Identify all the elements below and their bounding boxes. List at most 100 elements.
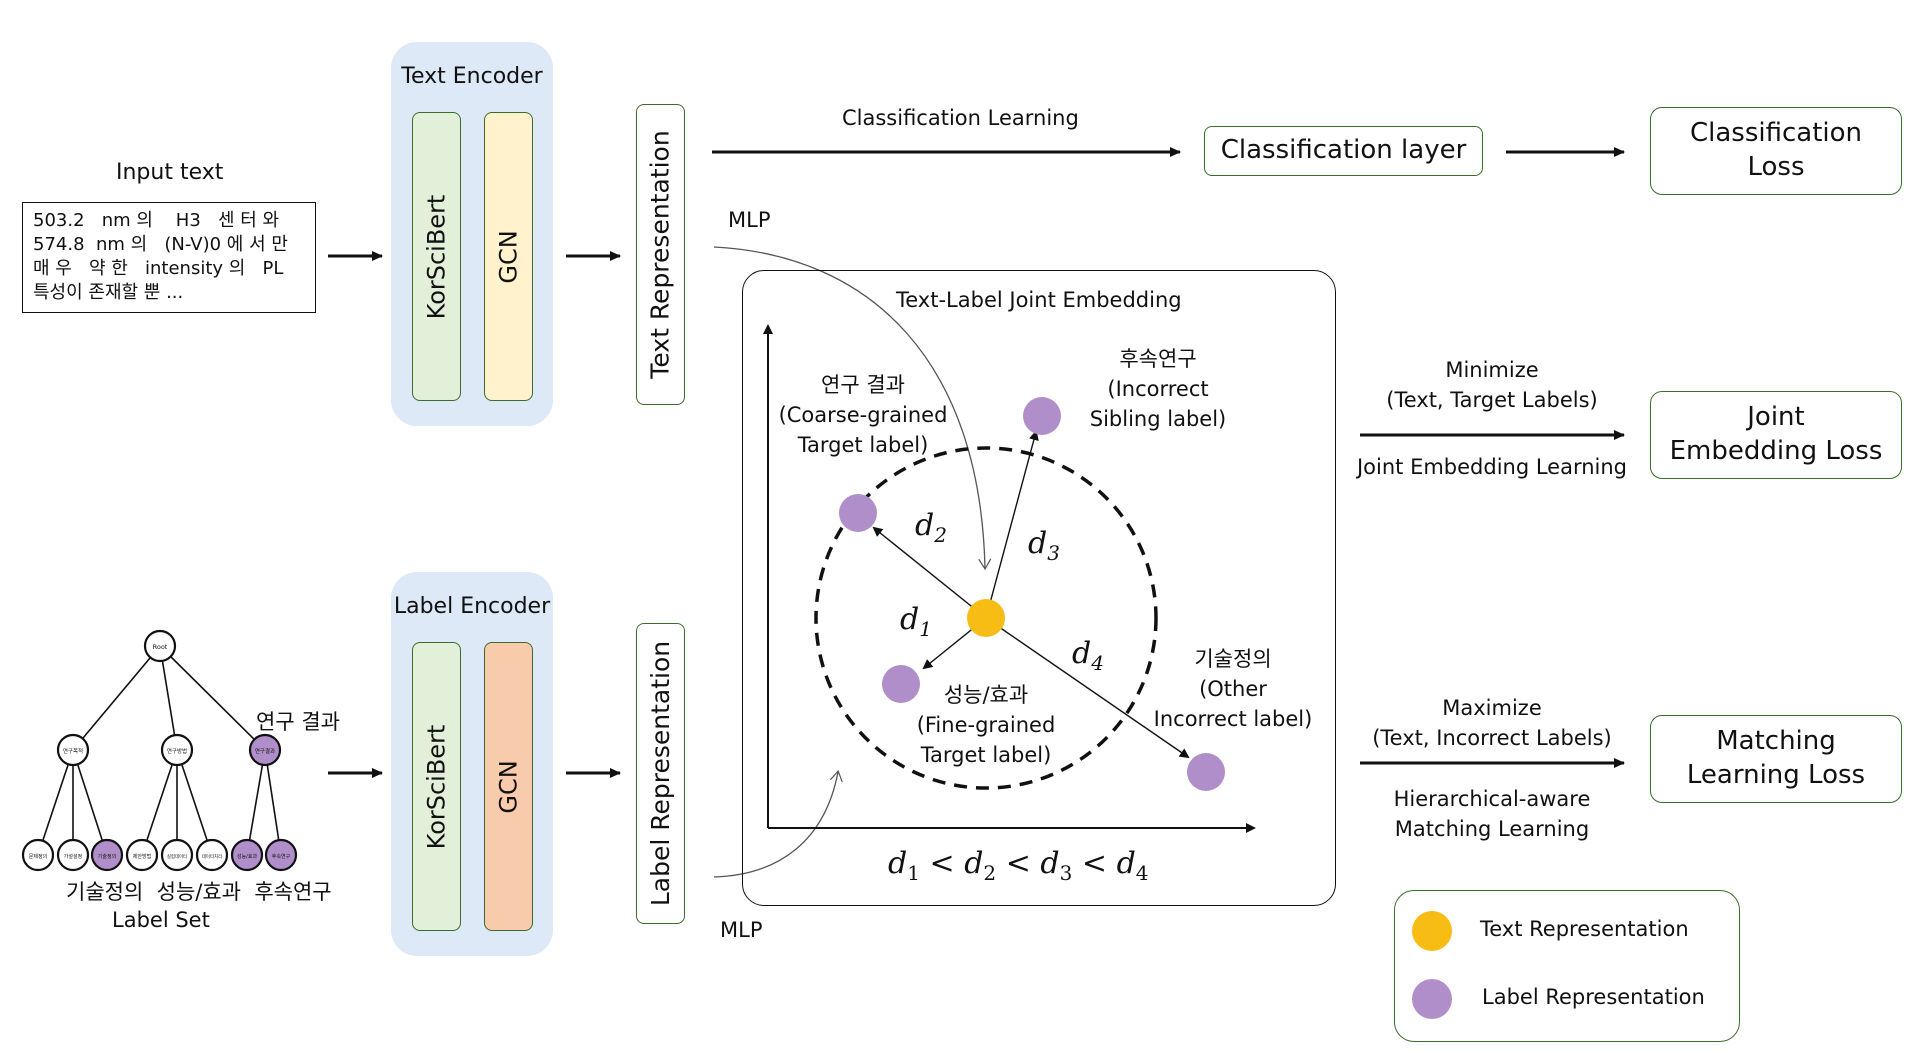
arrow-d2 xyxy=(872,526,987,619)
input-line: 특성이 존재할 뿐 ... xyxy=(33,282,184,303)
arrow-d4 xyxy=(985,617,1190,759)
d-base: d xyxy=(915,508,935,543)
text-encoder-korscibert: KorSciBert xyxy=(412,112,461,401)
d-sub: 1 xyxy=(919,617,932,641)
tree-l2-label: 기술정의 xyxy=(98,853,116,860)
sibling-label: 후속연구 (Incorrect Sibling label) xyxy=(1089,347,1227,431)
mlp-bottom-label: MLP xyxy=(720,918,763,942)
text-representation-bar: Text Representation xyxy=(636,104,685,405)
joint-embedding-loss-box: Joint Embedding Loss xyxy=(1650,391,1902,479)
d-sub: 2 xyxy=(934,523,947,547)
maximize-title: Maximize xyxy=(1442,696,1542,720)
ineq-d: d xyxy=(1040,846,1060,881)
tree-node-l1 xyxy=(160,733,194,767)
label-set-title: Label Set xyxy=(112,908,210,932)
other-incorrect-label: 기술정의 (Other Incorrect label) xyxy=(1153,647,1313,731)
joint-embedding-box xyxy=(742,270,1336,906)
ineq-d: d xyxy=(1116,846,1136,881)
label-tree-edges xyxy=(37,645,282,856)
bar-label: Label Representation xyxy=(646,640,676,907)
tree-node-l1 xyxy=(248,733,282,767)
mlp-curve-top xyxy=(713,246,992,571)
fine-target-label: 성능/효과 (Fine-grained Target label) xyxy=(916,683,1056,767)
point-text-repr xyxy=(967,599,1005,637)
matching-learning-label: Hierarchical-aware Matching Learning xyxy=(1393,787,1591,841)
box-label: Matching Learning Loss xyxy=(1686,726,1866,790)
matching-loss-box: Matching Learning Loss xyxy=(1650,715,1902,803)
bar-label: KorSciBert xyxy=(422,724,451,849)
distance-inequality: d1 < d2 < d3 < d4 xyxy=(888,846,1149,885)
point-coarse-target xyxy=(839,494,877,532)
tree-root-label: Root xyxy=(153,643,168,651)
mlp-curve-bottom xyxy=(713,769,843,878)
tree-l2-label: 후속연구 xyxy=(272,853,291,860)
classification-learning-label: Classification Learning xyxy=(842,106,1079,130)
d2-label: d2 xyxy=(915,508,947,547)
tree-l2-label: 가설설정 xyxy=(64,853,82,860)
point-fine-target xyxy=(882,665,920,703)
d1-label: d1 xyxy=(900,602,932,641)
d-base: d xyxy=(1028,526,1048,561)
input-text-box: 503.2 nm 의 H3 센 터 와 574.8 nm 의 (N-V)0 에 … xyxy=(22,202,316,313)
classification-loss-box: Classification Loss xyxy=(1650,107,1902,195)
ineq-d: d xyxy=(964,846,984,881)
minimize-sub: (Text, Target Labels) xyxy=(1386,388,1598,412)
legend-label-label: Label Representation xyxy=(1482,985,1705,1009)
d-sub: 3 xyxy=(1047,541,1060,565)
ineq-lt: < xyxy=(1081,846,1108,881)
box-label: Classification layer xyxy=(1220,135,1467,166)
legend-box xyxy=(1394,890,1740,1042)
d-sub: 4 xyxy=(1091,651,1104,675)
tree-l2-label: 데이터처리 xyxy=(202,853,222,860)
bar-label: Text Representation xyxy=(646,130,676,379)
bar-label: GCN xyxy=(494,759,523,814)
text-encoder-title: Text Encoder xyxy=(401,64,543,89)
label-encoder-korscibert: KorSciBert xyxy=(412,642,461,931)
tree-node-root xyxy=(143,629,177,663)
label-encoder-gcn: GCN xyxy=(484,642,533,931)
mlp-top-label: MLP xyxy=(728,208,771,232)
tree-node-l1 xyxy=(56,733,90,767)
joint-embedding-learning-label: Joint Embedding Learning xyxy=(1356,455,1628,479)
legend-text-label: Text Representation xyxy=(1480,917,1689,941)
input-title: Input text xyxy=(116,160,224,185)
label-tree-nodes xyxy=(21,629,298,872)
ineq-lt: < xyxy=(1005,846,1031,881)
maximize-sub: (Text, Incorrect Labels) xyxy=(1372,726,1612,750)
tree-l1-label: 연구목적 xyxy=(63,747,83,755)
input-line: 매 우 약 한 intensity 의 PL xyxy=(33,258,284,279)
label-representation-bar: Label Representation xyxy=(636,623,685,924)
d-base: d xyxy=(1072,636,1092,671)
tree-node-l2 xyxy=(21,838,55,872)
tree-callout-result: 연구 결과 xyxy=(256,710,340,734)
tree-l1-label: 연구방법 xyxy=(167,747,187,755)
minimize-title: Minimize xyxy=(1445,358,1539,382)
ineq-sub: 1 xyxy=(907,861,920,885)
point-other-incorrect xyxy=(1187,753,1225,791)
legend-label-dot xyxy=(1412,979,1452,1019)
tree-l2-label: 실험데이터 xyxy=(167,853,187,860)
input-line: 503.2 nm 의 H3 센 터 와 xyxy=(33,210,280,231)
text-encoder-gcn: GCN xyxy=(484,112,533,401)
tree-l2-label: 제안방법 xyxy=(133,853,151,860)
ineq-sub: 4 xyxy=(1135,861,1149,885)
legend-text-dot xyxy=(1412,911,1452,951)
input-line: 574.8 nm 의 (N-V)0 에 서 만 xyxy=(33,234,288,255)
tree-l2-label: 성능/효과 xyxy=(237,853,257,860)
bar-label: GCN xyxy=(494,229,523,284)
d4-label: d4 xyxy=(1072,636,1104,675)
dashed-target-circle xyxy=(814,446,1158,790)
tree-node-l2 xyxy=(56,838,90,872)
tree-node-l2 xyxy=(230,838,264,872)
d-base: d xyxy=(900,602,920,637)
tree-node-l2 xyxy=(264,838,298,872)
tree-node-l2 xyxy=(125,838,159,872)
ineq-sub: 2 xyxy=(983,861,997,885)
tree-callout-bottom: 기술정의 성능/효과 후속연구 xyxy=(66,880,332,904)
d3-label: d3 xyxy=(1028,526,1060,565)
ineq-sub: 3 xyxy=(1059,861,1073,885)
bar-label: KorSciBert xyxy=(422,194,451,319)
box-label: Joint Embedding Loss xyxy=(1669,402,1883,466)
tree-l1-label: 연구결과 xyxy=(255,747,275,755)
